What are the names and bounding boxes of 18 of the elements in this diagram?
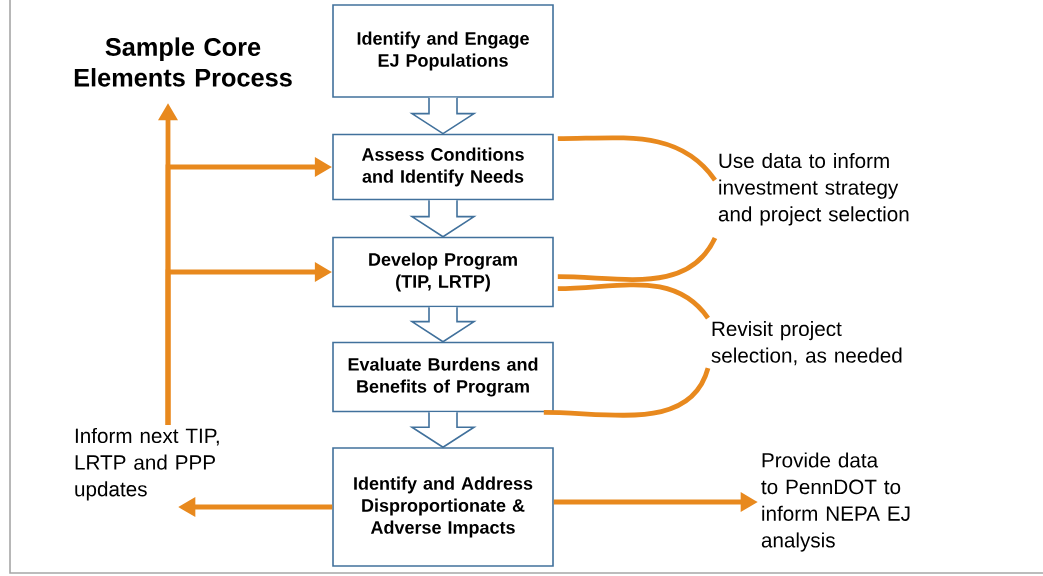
note-text: Provide data to PennDOT to inform NEPA EJ analysis (761, 452, 910, 552)
process-box: Evaluate Burdens and Benefits of Program (332, 341, 554, 413)
note-text: Use data to inform investment strategy and project selection (718, 152, 909, 226)
process-box: Develop Program (TIP, LRTP) (332, 236, 554, 308)
bracket-line (557, 135, 717, 182)
block-arrow (409, 97, 477, 135)
note-text: Inform next TIP, LRTP and PPP updates (75, 427, 219, 501)
note-text: Revisit project selection, as needed (711, 320, 902, 366)
title: Sample Core Elements Process (74, 37, 292, 87)
block-arrow (409, 411, 477, 449)
bracket-line (557, 236, 718, 282)
block-arrow (409, 306, 477, 343)
bracket-line (543, 367, 711, 418)
bracket-line (557, 282, 710, 320)
process-box: Assess Conditions and Identify Needs (332, 133, 554, 201)
block-arrow (409, 199, 477, 238)
process-box: Identify and Address Disproportionate & Adverse Impacts (332, 447, 554, 567)
process-box: Identify and Engage EJ Populations (332, 4, 554, 98)
